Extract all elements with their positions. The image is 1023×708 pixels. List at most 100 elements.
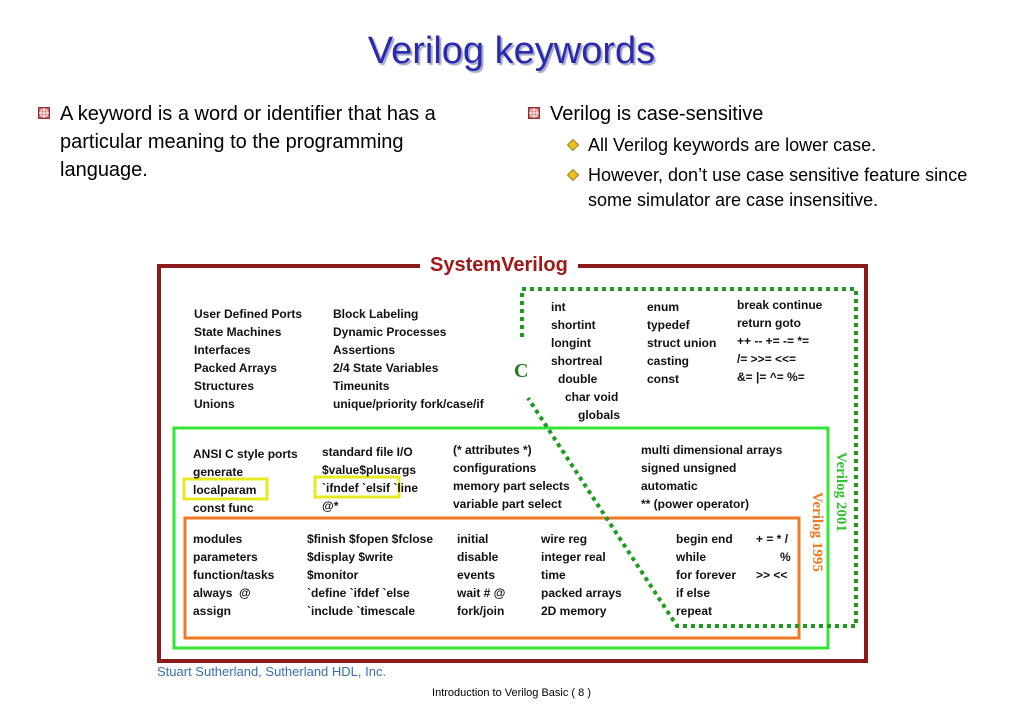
square-bullet-icon xyxy=(528,107,540,119)
keyword-item: modules xyxy=(193,532,243,546)
keyword-item: signed unsigned xyxy=(641,461,737,475)
keyword-item: unique/priority fork/case/if xyxy=(333,397,484,411)
keyword-item: `ifndef `elsif `line xyxy=(322,481,418,495)
keyword-item: Timeunits xyxy=(333,379,390,393)
c-region-outline xyxy=(520,287,858,628)
keyword-item: 2/4 State Variables xyxy=(333,361,439,375)
keyword-item: while xyxy=(676,550,707,564)
keyword-item: longint xyxy=(551,336,591,350)
keyword-item: events xyxy=(457,568,496,582)
keyword-item: `include `timescale xyxy=(307,604,416,618)
keyword-item: char void xyxy=(565,390,619,404)
keyword-item: standard file I/O xyxy=(322,445,413,459)
v2001-column-3: (* attributes *) configurations memory par… xyxy=(453,441,570,513)
v1995-column-6: + = * /% >> << xyxy=(756,530,791,584)
credit-text: Stuart Sutherland, Sutherland HDL, Inc. xyxy=(157,664,387,679)
keyword-item: State Machines xyxy=(194,325,282,339)
c-label: C xyxy=(514,360,529,382)
keyword-item: memory part selects xyxy=(453,479,570,493)
left-bullet-text: A keyword is a word or identifier that h… xyxy=(60,103,436,181)
keyword-item: typedef xyxy=(647,318,690,332)
keyword-item: &= |= ^= %= xyxy=(737,370,805,384)
keyword-item: disable xyxy=(457,550,499,564)
keyword-item: + = * / xyxy=(756,532,789,546)
keyword-item: wait # @ xyxy=(457,586,506,600)
keyword-item: `define `ifdef `else xyxy=(307,586,410,600)
square-bullet-icon xyxy=(38,107,50,119)
keyword-item: globals xyxy=(578,408,621,422)
keyword-item: generate xyxy=(193,465,244,479)
keyword-item: multi dimensional arrays xyxy=(641,443,783,457)
keyword-item: 2D memory xyxy=(541,604,607,618)
keyword-item: integer real xyxy=(541,550,606,564)
keyword-item: fork/join xyxy=(457,604,505,618)
diamond-bullet-icon xyxy=(567,169,579,181)
keyword-item: ++ -- += -= *= xyxy=(737,334,810,348)
verilog1995-frame xyxy=(183,516,801,640)
keyword-item: enum xyxy=(647,300,680,314)
ifndef-highlight xyxy=(313,475,401,499)
keyword-item: % xyxy=(780,550,791,564)
keyword-item: Assertions xyxy=(333,343,396,357)
diamond-bullet-icon xyxy=(567,139,579,151)
keyword-item: function/tasks xyxy=(193,568,275,582)
keyword-item: casting xyxy=(647,354,690,368)
sub-bullet-1: All Verilog keywords are lower case. xyxy=(588,135,877,155)
keyword-item: (* attributes *) xyxy=(453,443,532,457)
keyword-item: automatic xyxy=(641,479,698,493)
verilog2001-label: Verilog 2001 xyxy=(833,452,849,532)
keyword-item: int xyxy=(551,300,566,314)
keyword-item: @* xyxy=(322,499,339,513)
keyword-item: $finish $fopen $fclose xyxy=(307,532,434,546)
v1995-column-1: modules parameters function/tasks always @ a… xyxy=(193,530,274,620)
keyword-item: begin end xyxy=(676,532,733,546)
keyword-item: $display $write xyxy=(307,550,394,564)
keyword-item: break continue xyxy=(737,298,823,312)
keyword-item: configurations xyxy=(453,461,537,475)
keyword-item: if else xyxy=(676,586,711,600)
keyword-item: assign xyxy=(193,604,232,618)
keyword-item: Unions xyxy=(194,397,235,411)
keyword-item: $monitor xyxy=(307,568,359,582)
keyword-item: shortreal xyxy=(551,354,603,368)
keyword-item: return goto xyxy=(737,316,801,330)
keyword-item: always @ xyxy=(193,586,251,600)
keyword-item: initial xyxy=(457,532,489,546)
verilog2001-frame xyxy=(172,426,830,650)
keyword-item: ** (power operator) xyxy=(641,497,750,511)
localparam-highlight xyxy=(182,477,269,501)
keyword-item: ANSI C style ports xyxy=(193,447,298,461)
keyword-item: localparam xyxy=(193,483,257,497)
keyword-item: wire reg xyxy=(541,532,588,546)
keyword-item: Structures xyxy=(194,379,255,393)
keyword-item: for forever xyxy=(676,568,737,582)
keyword-item: struct union xyxy=(647,336,717,350)
v2001-column-2: standard file I/O$value$plusargs`ifndef … xyxy=(322,443,418,515)
v1995-column-3: initial disable events wait # @ fork/join xyxy=(457,530,505,620)
keyword-item: User Defined Ports xyxy=(194,307,303,321)
keyword-item: Interfaces xyxy=(194,343,251,357)
v2001-column-4: multi dimensional arrays signed unsigned a… xyxy=(641,441,782,513)
keyword-item: >> << xyxy=(756,568,788,582)
keyword-item: Packed Arrays xyxy=(194,361,277,375)
footer-text: Introduction to Verilog Basic ( 8 ) xyxy=(432,687,591,699)
sub-bullet-2: However, don’t use case sensitive featur… xyxy=(588,165,968,210)
keyword-item: repeat xyxy=(676,604,713,618)
keyword-item: parameters xyxy=(193,550,258,564)
v1995-column-2: $finish $fopen $fclose $display $write $mo… xyxy=(307,530,433,620)
systemverilog-label: SystemVerilog xyxy=(420,254,578,277)
keyword-item: variable part select xyxy=(453,497,562,511)
keyword-item: double xyxy=(558,372,598,386)
slide-title: Verilog keywords xyxy=(367,30,656,72)
keyword-item: Block Labeling xyxy=(333,307,419,321)
verilog1995-label: Verilog 1995 xyxy=(809,492,825,572)
keyword-item: packed arrays xyxy=(541,586,622,600)
keyword-item: const func xyxy=(193,501,254,515)
